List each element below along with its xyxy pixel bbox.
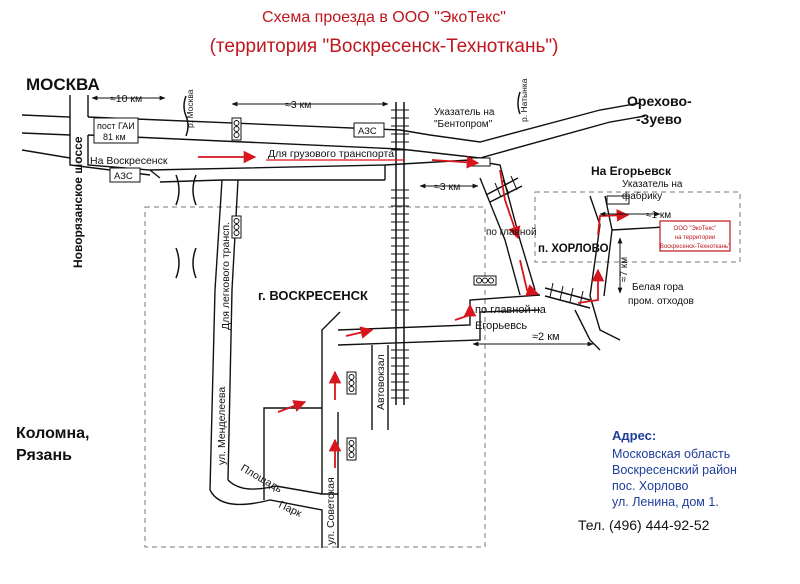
road-moscow-in [21,114,71,136]
label-bentoprom-1: Указатель на [434,107,495,118]
route-arrow-10 [277,400,307,413]
label-to-egorievsk: На Егорьевск [591,164,672,178]
label-factory-sign-1: Указатель на [622,179,683,190]
distance-1km: ≈1 км [646,210,671,221]
label-mendeleeva: ул. Менделеева [216,387,228,465]
label-avtovokzal: Автовокзал [375,354,387,410]
azs-box-2 [353,122,385,138]
label-trucks: Для грузового транспорта [268,148,394,160]
label-river-moskva: р. Москва [185,89,195,128]
address-line2: Воскресенский район [612,463,737,477]
route-arrow-4 [519,259,540,297]
label-bentoprom-2: "Бентопром" [434,119,493,130]
khorlovo-boundary [534,191,741,263]
label-voskresensk: г. ВОСКРЕСЕНСК [258,288,368,303]
title-line1: Схема проезда в ООО "ЭкоТекс" [262,9,506,26]
address-line4: ул. Ленина, дом 1. [612,495,719,509]
label-azs-2: АЗС [358,126,377,137]
label-ecotex-3: Воскресенск-Техноткань" [660,244,730,250]
distance-2km: ≈2 км [532,331,560,343]
traffic-lights [231,117,630,461]
label-po-glavnoy-egorievsk-2: Егорьевсь [475,320,527,332]
railway-ties [391,109,584,399]
label-ecotex-2: на территории [675,235,715,241]
label-po-glavnoy-egorievsk-1: по главной на [475,304,547,316]
roads [21,95,701,548]
label-post-gai-km: 81 км [103,132,126,142]
label-kolomna: Коломна, [16,425,90,442]
label-azs-1: АЗС [114,171,133,182]
label-ryazan: Рязань [16,447,72,464]
route-arrow-2 [431,155,480,169]
address-line1: Московская область [612,447,730,461]
label-belaya-gora-2: пром. отходов [628,296,694,307]
distance-10km: ≈10 км [110,93,142,105]
route-arrow-5 [577,268,605,304]
route [198,150,630,468]
title-line2: (территория "Воскресенск-Техноткань") [210,36,559,57]
label-to-voskresensk: На Воскресенск [90,155,168,167]
distance-7km: ≈7 км [619,257,630,282]
phone-number: Тел. (496) 444-92-52 [578,517,710,533]
label-orekhovo-2: -Зуево [636,111,682,127]
address-line3: пос. Хорлово [612,479,688,493]
label-park: Парк [277,499,304,520]
label-river-natynka: р. Натынка [519,78,529,122]
route-arrow-3 [499,169,521,240]
label-orekhovo-1: Орехово- [627,93,692,109]
bridges [175,91,521,279]
route-arrow-11 [454,303,477,321]
label-post-gai: пост ГАИ [97,121,135,131]
label-po-glavnoy: по главной [486,227,537,238]
post-gai-box [93,117,139,144]
label-ploshchad: Площадь [239,462,285,496]
distance-3km-a: ≈3 км [285,99,311,111]
voskresensk-city-boundary [144,206,486,548]
address-heading: Адрес: [612,428,656,443]
label-belaya-gora-1: Белая гора [632,282,684,293]
distance-3km-b: ≈3 км [434,181,460,193]
label-khorlovo: п. ХОРЛОВО [538,243,609,255]
azs-box-1 [109,167,141,183]
label-ecotex-1: ООО "ЭкоТекс" [674,226,717,232]
distance-markers [91,95,661,347]
ecotex-box [659,220,731,252]
label-sovetskaya: ул. Советская [325,477,337,545]
label-moscow: МОСКВА [26,75,100,94]
route-arrow-7 [345,326,374,339]
label-novoryazanskoe: Новорязанское шоссе [71,136,85,268]
label-factory-sign-2: фабрику [622,190,662,202]
route-arrow-6 [597,209,630,236]
label-cars: Для легкового трансп. [220,222,232,330]
